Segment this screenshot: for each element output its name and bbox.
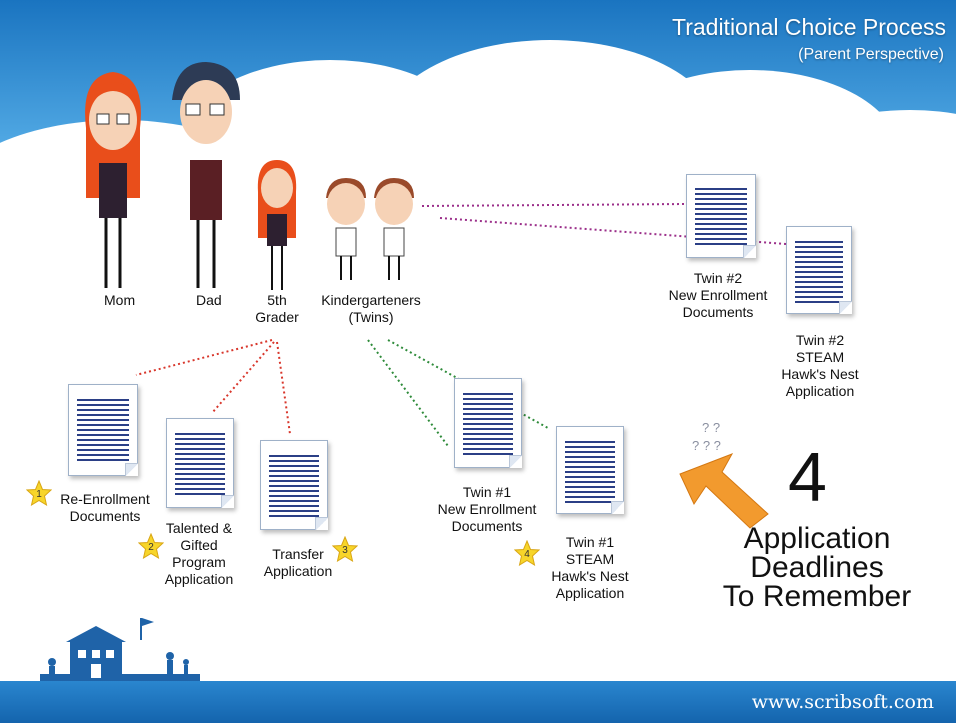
star-2-number: 2 — [148, 542, 154, 553]
dad-figure — [172, 62, 240, 288]
label-line: Application — [164, 571, 234, 587]
label-line: Twin #1 — [565, 534, 615, 550]
label-line: Talented & — [165, 520, 233, 536]
label-line: Application — [263, 563, 333, 579]
label-line: New Enrollment — [437, 501, 537, 517]
label-line: Twin #2 — [693, 270, 743, 286]
kindergarteners-label: Kindergarteners (Twins) — [312, 292, 430, 326]
footer-bar — [0, 681, 956, 723]
label-line: Documents — [451, 518, 523, 534]
document-twin2-enrollment — [686, 174, 756, 258]
mom-figure — [85, 72, 141, 288]
star-1-icon: 1 — [26, 480, 52, 506]
document-transfer — [260, 440, 328, 530]
slide-title: Traditional Choice Process — [672, 14, 946, 40]
label-line: STEAM — [565, 551, 615, 567]
arrow-icon: ? ? ? ? ? — [679, 420, 769, 529]
connector-twin2-enroll — [421, 203, 687, 207]
twin2-steam-label: Twin #2 STEAM Hawk's Nest Application — [770, 332, 870, 400]
star-3-icon: 3 — [332, 536, 358, 562]
label-line: Transfer — [272, 546, 324, 562]
twin1-steam-label: Twin #1 STEAM Hawk's Nest Application — [540, 534, 640, 602]
deadline-count: 4 — [788, 438, 827, 516]
slide-subtitle: (Parent Perspective) — [798, 46, 944, 63]
label-line: Hawk's Nest — [551, 568, 629, 584]
label-line: New Enrollment — [668, 287, 768, 303]
label-line: Twin #2 — [795, 332, 845, 348]
connector-talented — [211, 341, 275, 414]
document-twin1-enrollment — [454, 378, 522, 468]
label-line: Hawk's Nest — [781, 366, 859, 382]
document-twin1-steam — [556, 426, 624, 514]
twin1-enrollment-label: Twin #1 New Enrollment Documents — [428, 484, 546, 535]
connector-twin1-enroll — [367, 339, 449, 447]
label-line: Re-Enrollment — [60, 491, 150, 507]
label-line: STEAM — [795, 349, 845, 365]
star-4-icon: 4 — [514, 540, 540, 566]
dad-label: Dad — [196, 292, 222, 308]
talented-gifted-label: Talented & Gifted Program Application — [150, 520, 248, 588]
label-line: Documents — [682, 304, 754, 320]
label-line: Documents — [69, 508, 141, 524]
deadline-text: Application Deadlines To Remember — [714, 522, 920, 613]
connector-reenroll — [135, 339, 273, 376]
document-reenrollment — [68, 384, 138, 476]
school-building-icon — [40, 618, 200, 684]
label-line: Application — [555, 585, 625, 601]
star-3-number: 3 — [342, 545, 348, 556]
deadline-text-line: Deadlines — [750, 551, 884, 584]
transfer-label: Transfer Application — [260, 546, 336, 580]
connector-transfer — [276, 341, 291, 435]
deadline-text-line: To Remember — [722, 580, 912, 613]
star-4-number: 4 — [524, 549, 530, 560]
svg-text:? ? ?: ? ? ? — [692, 438, 721, 453]
mom-label: Mom — [104, 292, 136, 308]
deadline-text-line: Application — [743, 522, 891, 555]
label-line: Twin #1 — [462, 484, 512, 500]
twin-figure-2 — [374, 178, 414, 280]
label-line: Application — [785, 383, 855, 399]
document-talented-gifted — [166, 418, 234, 508]
fifth-grader-label-line: 5th — [267, 292, 287, 308]
kindergarteners-label-line: Kindergarteners — [321, 292, 421, 308]
kindergarteners-label-line: (Twins) — [348, 309, 394, 325]
fifth-grader-figure — [257, 160, 297, 290]
label-line: Gifted — [180, 537, 218, 553]
fifth-grader-label: 5th Grader — [254, 292, 300, 326]
document-twin2-steam — [786, 226, 852, 314]
reenrollment-label: Re-Enrollment Documents — [52, 491, 158, 525]
star-1-number: 1 — [36, 489, 42, 500]
twin2-enrollment-label: Twin #2 New Enrollment Documents — [660, 270, 776, 321]
fifth-grader-label-line: Grader — [255, 309, 299, 325]
label-line: Program — [172, 554, 226, 570]
footer-url: www.scribsoft.com — [751, 691, 934, 713]
svg-text:? ?: ? ? — [702, 420, 720, 435]
twin-figure-1 — [326, 178, 366, 280]
star-2-icon: 2 — [138, 533, 164, 559]
